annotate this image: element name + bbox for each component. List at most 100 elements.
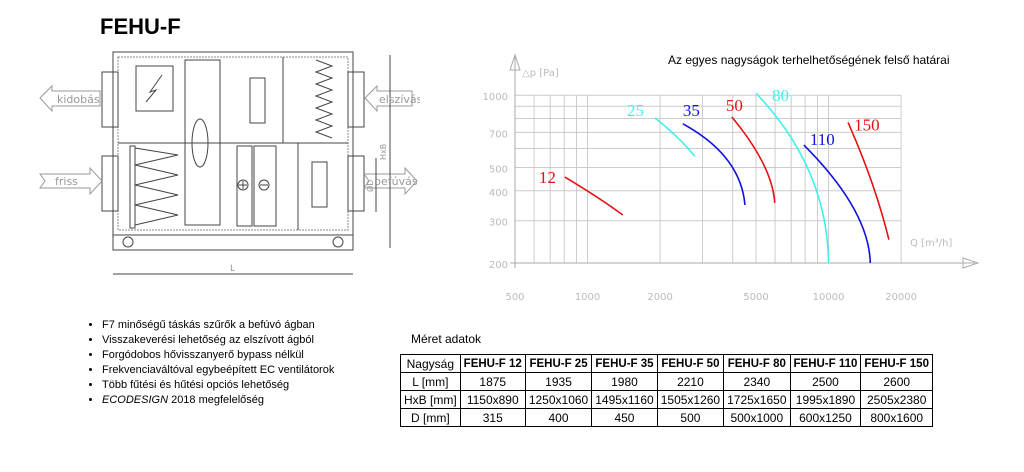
- series-label-50: 50: [726, 96, 743, 115]
- table-header: FEHU-F 35: [591, 354, 658, 373]
- series-label-25: 25: [627, 101, 644, 120]
- fresh-arrow-icon: [39, 166, 103, 196]
- heating-coil-icon: [236, 145, 253, 227]
- dimensions-table: Nagyság FEHU-F 12 FEHU-F 25 FEHU-F 35 FE…: [400, 354, 933, 427]
- table-cell: 1935: [524, 372, 593, 391]
- label-hxb: HxB: [379, 144, 388, 160]
- label-exhaust: kidobás: [57, 93, 100, 106]
- unit-drawing: kidobás friss elszívás befúvás HxB ØD L: [39, 51, 420, 275]
- x-tick-label: 10000: [813, 292, 845, 303]
- table-cell: 315: [459, 408, 526, 427]
- fan-icon: [249, 77, 266, 124]
- feature-item: Frekvenciaváltóval egybeépített EC venti…: [102, 363, 334, 378]
- table-cell: 1875: [459, 372, 526, 391]
- table-cell: 1995x1890: [789, 390, 862, 409]
- fan-icon: [311, 161, 328, 208]
- table-header-row: Nagyság FEHU-F 12 FEHU-F 25 FEHU-F 35 FE…: [400, 354, 933, 373]
- curve-fehu-f-110: [803, 144, 872, 264]
- extract-arrow-icon: [364, 84, 413, 113]
- unit-base: [112, 234, 354, 251]
- series-label-12: 12: [539, 168, 556, 187]
- x-axis-arrow-icon: [962, 257, 980, 269]
- chart-title: Az egyes nagyságok terhelhetőségének fel…: [668, 53, 950, 67]
- table-cell: 400: [524, 408, 593, 427]
- series-label-80: 80: [772, 86, 789, 105]
- filter-icon: [134, 147, 179, 226]
- table-header: FEHU-F 110: [789, 354, 862, 373]
- table-header: FEHU-F 25: [524, 354, 593, 373]
- base-foot: [332, 236, 344, 248]
- table-cell: 600x1250: [789, 408, 862, 427]
- y-tick-label: 500: [489, 164, 508, 175]
- feature-item: F7 minőségű táskás szűrők a befúvó ágban: [102, 318, 334, 333]
- supply-duct: [347, 155, 365, 212]
- filter-icon: [314, 59, 334, 139]
- feature-item: Visszakeverési lehetőség az elszívott ág…: [102, 333, 334, 348]
- rotation-arrow-icon: [191, 118, 209, 168]
- table-cell: 1495x1160: [591, 390, 658, 409]
- table-header: FEHU-F 80: [723, 354, 791, 373]
- label-fresh: friss: [55, 175, 78, 188]
- y-tick-label: 400: [489, 188, 508, 199]
- label-diameter: ØD: [365, 180, 375, 192]
- feature-text: 2018 megfelelőség: [168, 394, 265, 406]
- y-axis-arrow-icon: [509, 53, 521, 71]
- y-tick-label: 300: [489, 218, 508, 229]
- x-axis-label: Q [m³/h]: [910, 238, 952, 249]
- table-cell: 500: [656, 408, 725, 427]
- curve-fehu-f-35: [682, 123, 746, 206]
- feature-item: ECODESIGN 2018 megfelelőség: [102, 393, 334, 408]
- series-label-110: 110: [810, 130, 835, 149]
- x-tick-label: 1000: [575, 292, 600, 303]
- y-tick-label: 700: [489, 129, 508, 140]
- table-cell: D [mm]: [400, 408, 461, 427]
- curve-fehu-f-12: [564, 176, 624, 216]
- table-header: FEHU-F 12: [459, 354, 526, 373]
- pressure-flow-chart: Az egyes nagyságok terhelhetőségének fel…: [483, 53, 980, 303]
- x-tick-label: 2000: [647, 292, 672, 303]
- cooling-coil-icon: [253, 145, 277, 227]
- feature-list: F7 minőségű táskás szűrők a befúvó ágban…: [88, 318, 334, 408]
- table-cell: 800x1600: [860, 408, 933, 427]
- curve-fehu-f-50: [731, 116, 776, 203]
- table-cell: 2600: [860, 372, 933, 391]
- damper-icon: [135, 65, 174, 112]
- table-cell: 1980: [591, 372, 658, 391]
- label-length: L: [230, 264, 235, 274]
- x-tick-label: 20000: [885, 292, 917, 303]
- table-cell: 2210: [656, 372, 725, 391]
- curve-fehu-f-25: [654, 117, 696, 157]
- table-cell: L [mm]: [400, 372, 461, 391]
- table-header: FEHU-F 150: [860, 354, 933, 373]
- table-caption: Méret adatok: [411, 332, 482, 346]
- table-cell: 1250x1060: [524, 390, 593, 409]
- y-tick-label: 200: [489, 260, 508, 271]
- product-title: FEHU-F: [100, 14, 181, 39]
- exhaust-duct: [101, 71, 119, 128]
- table-cell: 2340: [723, 372, 791, 391]
- table-cell: 1505x1260: [656, 390, 725, 409]
- table-cell: 1725x1650: [723, 390, 791, 409]
- exhaust-arrow-icon: [39, 84, 101, 113]
- series-label-150: 150: [854, 115, 880, 134]
- y-axis-label: △p [Pa]: [522, 68, 559, 79]
- heat-wheel: [184, 59, 221, 226]
- x-tick-label: 500: [505, 292, 524, 303]
- curve-fehu-f-150: [847, 122, 890, 240]
- feature-item: Több fűtési és hűtési opciós lehetőség: [102, 378, 334, 393]
- x-tick-label: 5000: [743, 292, 768, 303]
- table-cell: 2505x2380: [860, 390, 933, 409]
- feature-item: Forgódobos hővisszanyerő bypass nélkül: [102, 348, 334, 363]
- y-tick-label: 1000: [483, 92, 508, 103]
- table-cell: HxB [mm]: [400, 390, 461, 409]
- supply-arrow-icon: [363, 166, 418, 196]
- table-cell: 1150x890: [459, 390, 526, 409]
- ecodesign-label: ECODESIGN: [102, 394, 169, 406]
- label-extract: elszívás: [379, 93, 420, 106]
- table-cell: 450: [591, 408, 658, 427]
- base-foot: [122, 236, 134, 248]
